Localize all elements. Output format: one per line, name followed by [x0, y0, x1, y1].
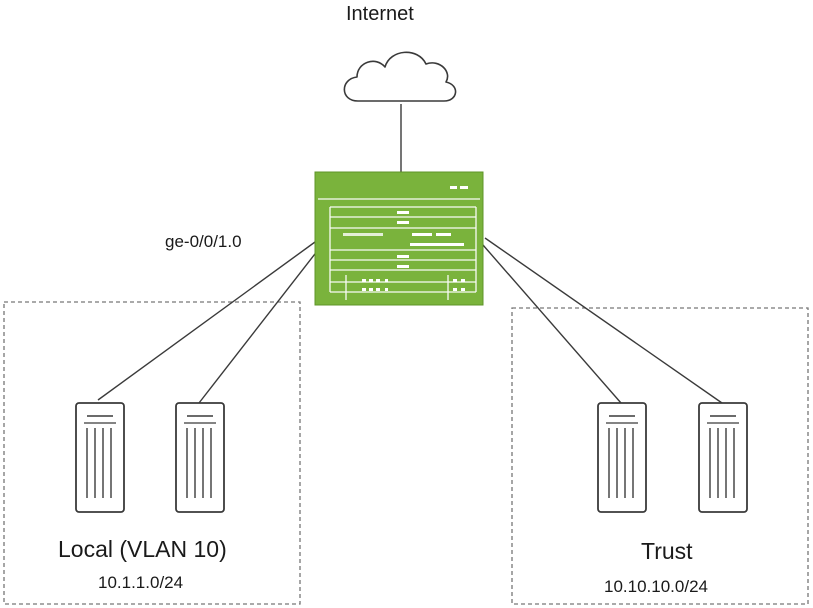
server-icon	[597, 402, 647, 513]
server-icon	[698, 402, 748, 513]
cloud-icon	[343, 51, 457, 102]
local-zone-box	[3, 301, 301, 605]
trust-subnet-label: 10.10.10.0/24	[604, 577, 708, 596]
local-subnet-label: 10.1.1.0/24	[98, 573, 184, 592]
connection-lines	[97, 104, 723, 404]
interface-label: ge-0/0/1.0	[165, 232, 242, 251]
firewall-device-icon	[314, 171, 484, 306]
local-link-2	[198, 249, 319, 404]
trust-zone-label: Trust	[641, 538, 693, 564]
local-link-1	[97, 241, 316, 401]
server-icon	[175, 402, 225, 513]
trust-link-2	[484, 237, 723, 404]
trust-zone-box	[511, 307, 809, 605]
trust-link-1	[482, 244, 622, 404]
internet-label: Internet	[346, 3, 414, 25]
server-icon	[75, 402, 125, 513]
local-zone-label: Local (VLAN 10)	[58, 536, 227, 562]
